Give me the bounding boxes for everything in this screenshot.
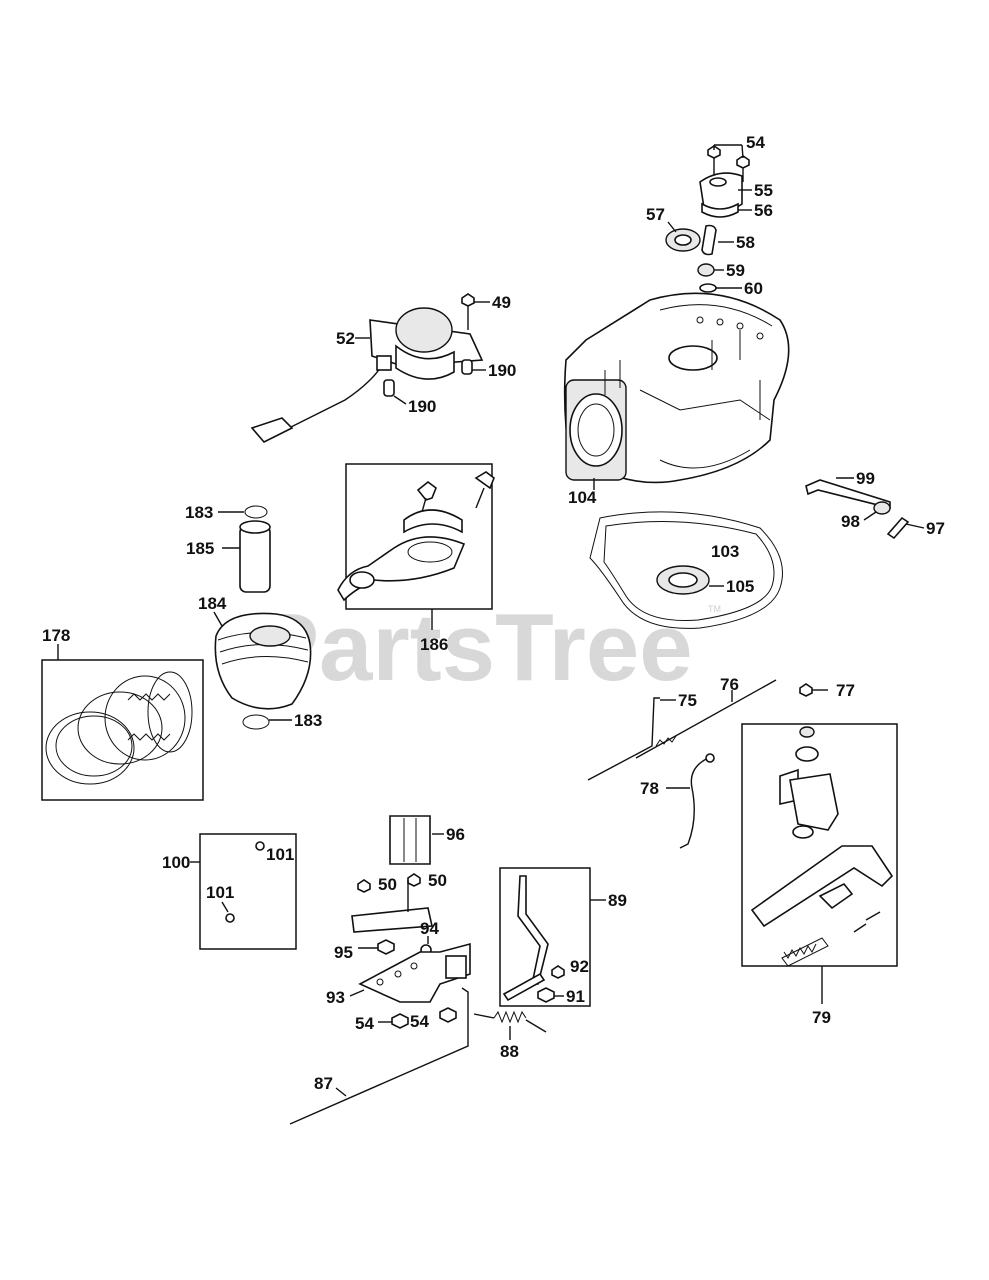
callout-50-b: 50 (428, 871, 447, 890)
part-100-breather-tube[interactable] (231, 847, 287, 939)
part-93-governor-plate[interactable] (358, 942, 471, 1003)
part-92-nut[interactable] (551, 965, 565, 979)
callout-100: 100 (162, 853, 190, 872)
callout-91: 91 (566, 987, 585, 1006)
callout-97: 97 (926, 519, 945, 538)
callout-104: 104 (568, 488, 597, 507)
callout-57: 57 (646, 205, 665, 224)
part-75-link[interactable] (587, 697, 660, 781)
callout-54-left: 54 (355, 1014, 374, 1033)
part-190-dowel-a[interactable] (461, 359, 473, 375)
part-49-screw[interactable] (461, 293, 475, 330)
callout-101-b: 101 (206, 883, 234, 902)
callout-60: 60 (744, 279, 763, 298)
part-101-clamp-b[interactable] (225, 913, 235, 923)
part-50-bolt-b[interactable] (407, 873, 421, 887)
callout-78: 78 (640, 779, 659, 798)
part-78-wire[interactable] (679, 753, 715, 849)
part-governor-bracket[interactable] (351, 880, 433, 933)
part-178-piston-rings[interactable] (45, 671, 193, 785)
callout-98: 98 (841, 512, 860, 531)
watermark-text: PartsTree (255, 594, 693, 701)
callout-190-b: 190 (408, 397, 436, 416)
part-58-key[interactable] (701, 224, 717, 256)
callout-49: 49 (492, 293, 511, 312)
callout-56: 56 (754, 201, 773, 220)
callout-54: 54 (746, 133, 765, 152)
callout-87: 87 (314, 1074, 333, 1093)
part-60-washer[interactable] (699, 283, 717, 293)
part-54-screw-left[interactable] (391, 1013, 409, 1029)
part-185-piston-pin[interactable] (239, 520, 271, 593)
part-98-collar[interactable] (873, 501, 891, 515)
callout-103: 103 (711, 542, 739, 561)
part-50-bolt-a[interactable] (357, 879, 371, 893)
part-57-seal[interactable] (665, 228, 701, 252)
callout-96: 96 (446, 825, 465, 844)
part-104-crankcase[interactable] (563, 292, 790, 484)
callout-183-bottom: 183 (294, 711, 322, 730)
part-59-nut[interactable] (697, 263, 715, 277)
callout-178: 178 (42, 626, 70, 645)
watermark-trademark: TM (708, 604, 721, 614)
part-186-box (345, 463, 493, 610)
callout-99: 99 (856, 469, 875, 488)
part-76-rod[interactable] (635, 679, 777, 759)
callout-183-top: 183 (185, 503, 213, 522)
part-190-dowel-b[interactable] (383, 379, 395, 397)
part-88-spring[interactable] (473, 1010, 547, 1033)
part-101-clamp-a[interactable] (255, 841, 265, 851)
callout-59: 59 (726, 261, 745, 280)
part-54-screw-right[interactable] (439, 1007, 457, 1023)
callout-101-a: 101 (266, 845, 294, 864)
part-87-rod[interactable] (289, 987, 469, 1125)
callout-88: 88 (500, 1042, 519, 1061)
part-95-nut[interactable] (377, 939, 395, 955)
callout-54-right: 54 (410, 1012, 429, 1031)
callout-76: 76 (720, 675, 739, 694)
callout-50-a: 50 (378, 875, 397, 894)
part-52-ignition-coil[interactable] (250, 307, 484, 443)
part-89-lever[interactable] (502, 875, 549, 1002)
part-77-bolt[interactable] (799, 683, 828, 697)
part-103-gasket[interactable] (589, 511, 783, 629)
callout-52: 52 (336, 329, 355, 348)
callout-190-a: 190 (488, 361, 516, 380)
part-184-piston[interactable] (214, 612, 312, 710)
part-105-bearing[interactable] (656, 565, 710, 595)
callout-186: 186 (420, 635, 448, 654)
callout-95: 95 (334, 943, 353, 962)
part-89-box (499, 867, 591, 1007)
part-186-connecting-rod[interactable] (337, 471, 495, 602)
callout-75: 75 (678, 691, 697, 710)
part-183-clip-bottom[interactable] (242, 714, 270, 730)
part-56-guide[interactable] (701, 202, 739, 218)
callout-184: 184 (198, 594, 227, 613)
part-91-screw[interactable] (537, 987, 555, 1003)
callout-93: 93 (326, 988, 345, 1007)
part-97-pin[interactable] (886, 516, 910, 540)
callout-92: 92 (570, 957, 589, 976)
callout-185: 185 (186, 539, 214, 558)
part-79-box (741, 723, 898, 967)
part-183-clip-top[interactable] (244, 505, 268, 519)
callout-79: 79 (812, 1008, 831, 1027)
part-178-box (41, 659, 204, 801)
part-100-box (199, 833, 297, 950)
callout-105: 105 (726, 577, 754, 596)
part-79-control-assembly[interactable] (750, 726, 894, 967)
callout-77: 77 (836, 681, 855, 700)
callout-55: 55 (754, 181, 773, 200)
part-96-cover[interactable] (389, 815, 431, 865)
callout-58: 58 (736, 233, 755, 252)
callout-94: 94 (420, 919, 439, 938)
callout-89: 89 (608, 891, 627, 910)
